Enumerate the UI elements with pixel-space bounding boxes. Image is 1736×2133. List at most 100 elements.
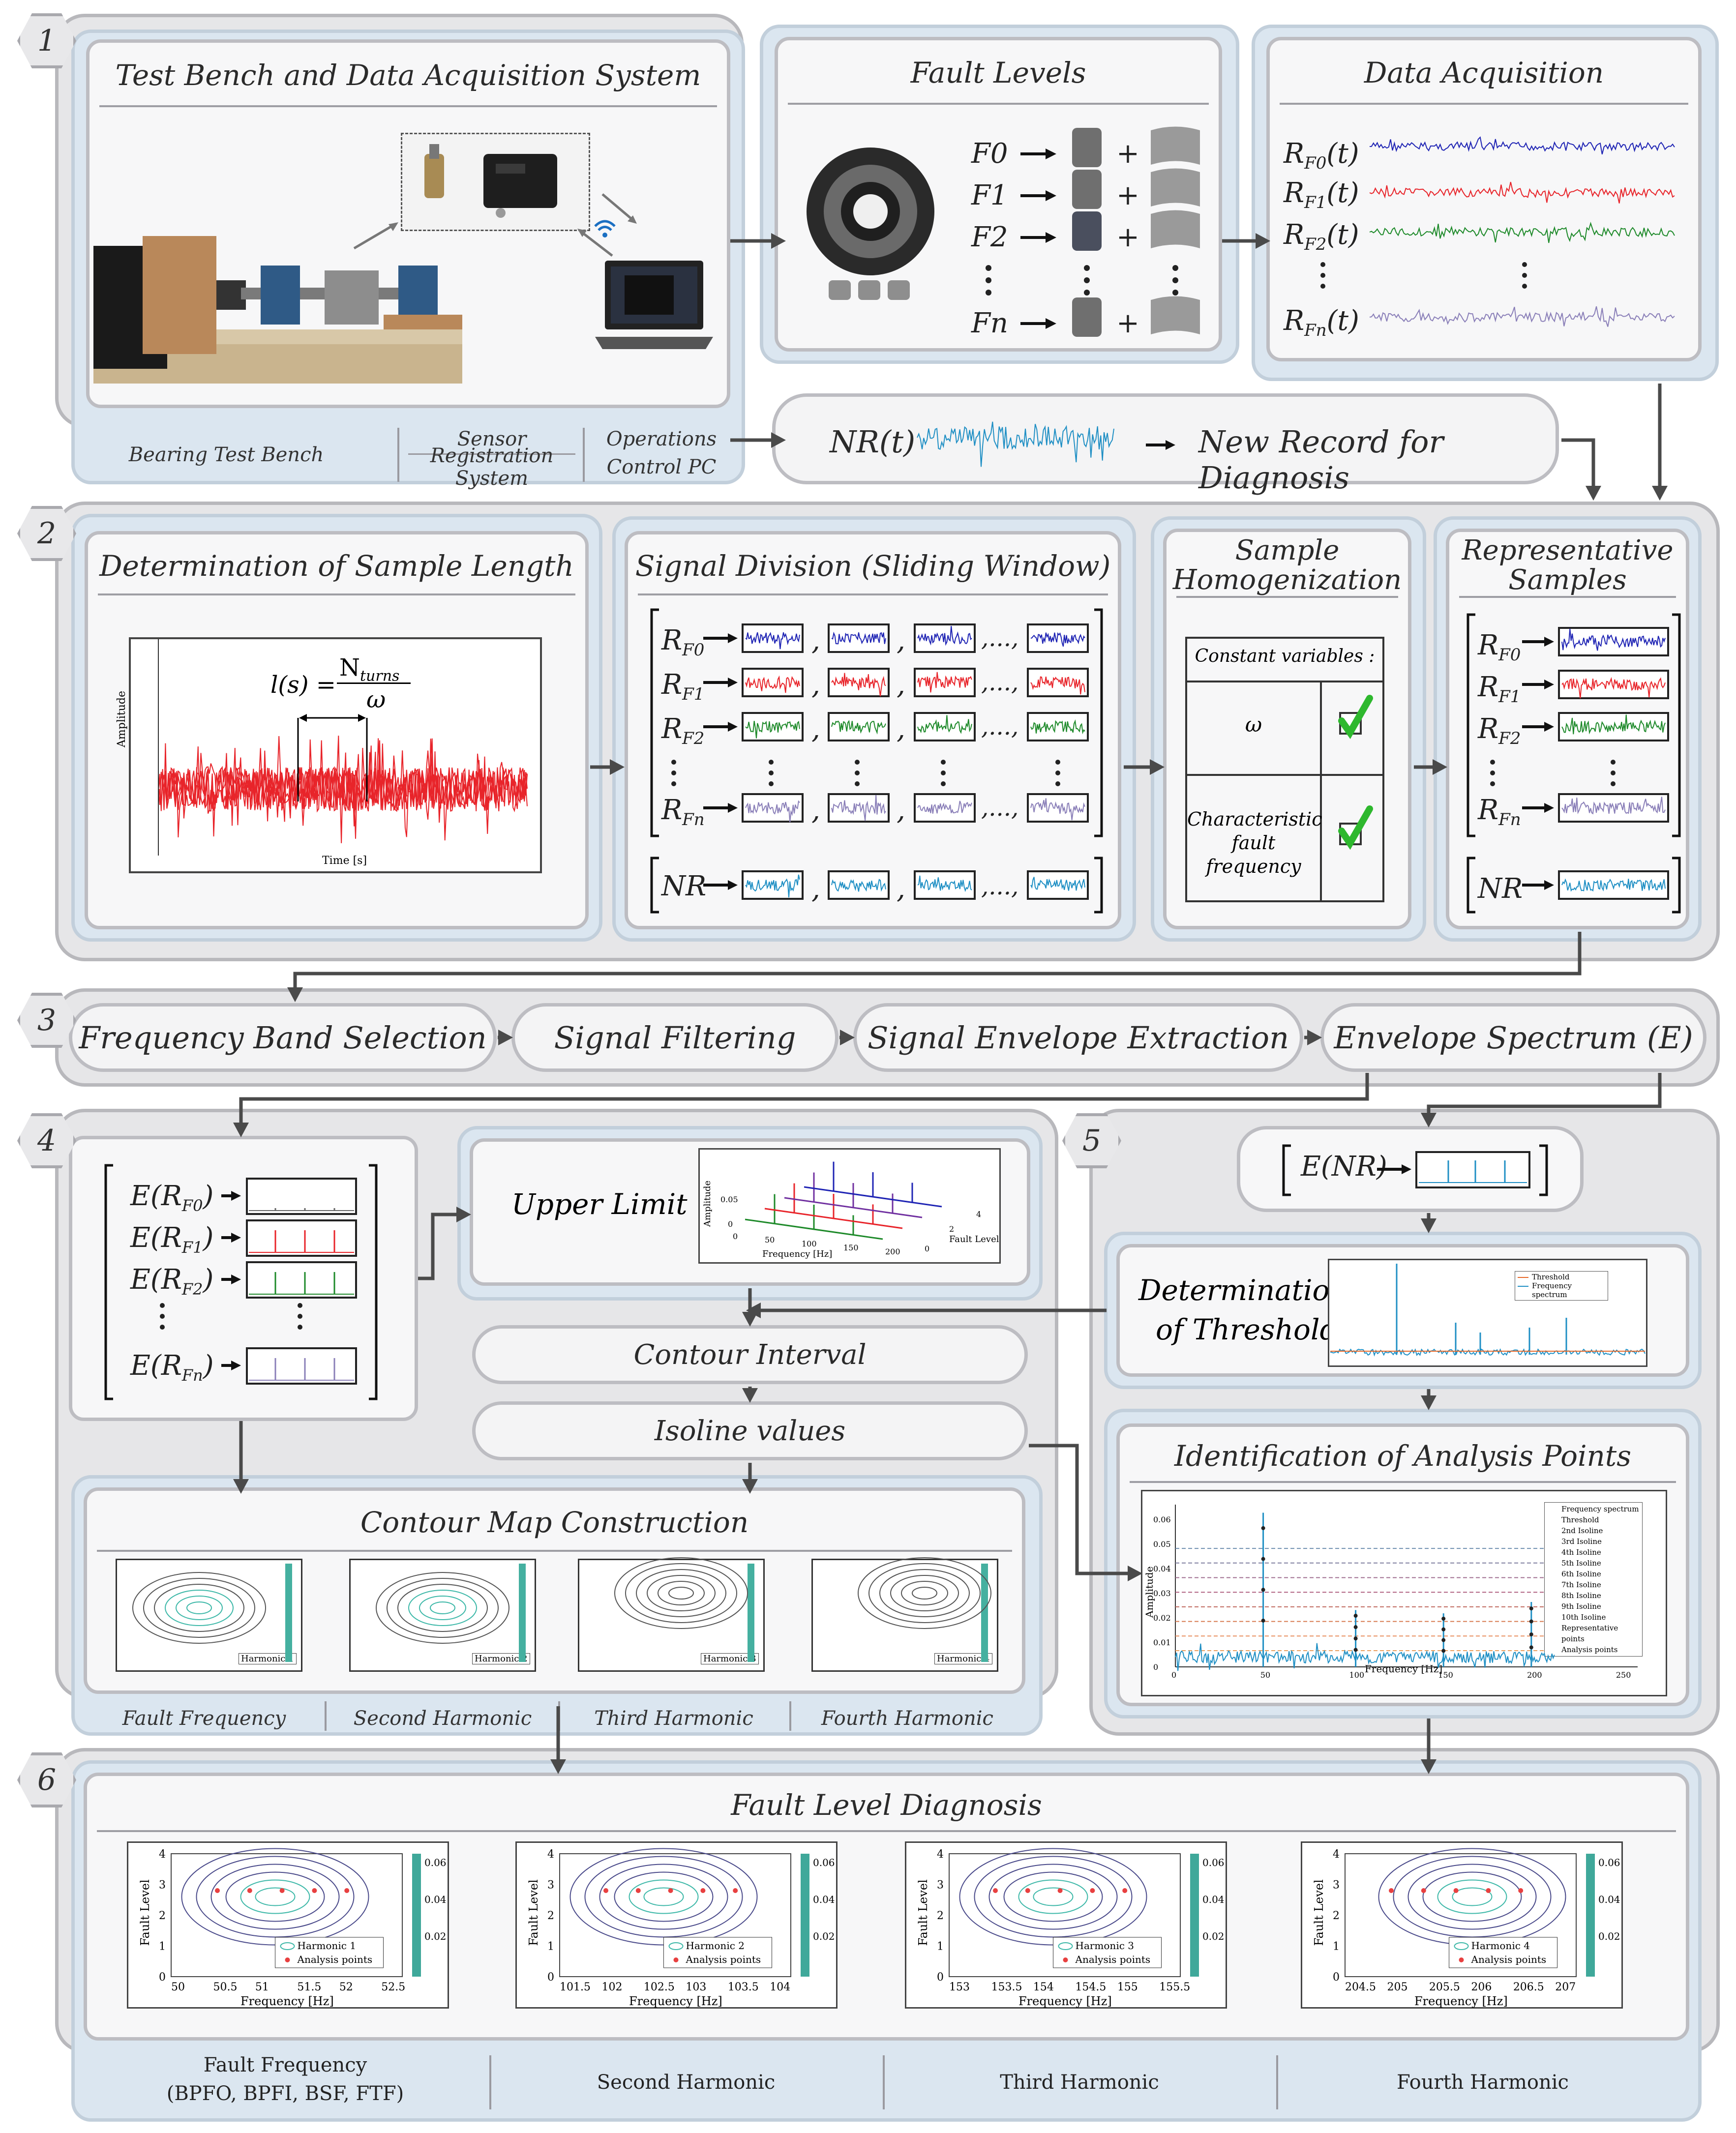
foot4-third-harmonic: Third Harmonic (561, 1701, 787, 1736)
contour-legend-3: Harmonic 3 (701, 1653, 759, 1664)
analysis-title: Identification of Analysis Points (1120, 1439, 1686, 1473)
fault-level-plus-2: + (1116, 221, 1139, 253)
fault-level-f0: F0 (971, 138, 1008, 170)
contour-legend-1: Harmonic 1 (239, 1653, 297, 1664)
fault-level-fn: Fn (971, 307, 1008, 339)
step-signal-filtering: Signal Filtering (511, 1003, 838, 1072)
new-record-text: New Record for Diagnosis (1198, 424, 1556, 496)
division-label-f0: RF0 (661, 624, 704, 660)
upper-ylabel: Amplitude (702, 1181, 713, 1227)
analysis-legend-item: 2nd Isoline (1547, 1525, 1640, 1536)
threshold-legend: Threshold Frequency spectrum (1515, 1271, 1608, 1301)
upper-xlabel: Frequency [Hz] (762, 1249, 832, 1259)
stage-badge-1: 1 (17, 14, 76, 68)
env-label-fn: E(RFn) (130, 1350, 214, 1385)
contour-legend-4: Harmonic 4 (934, 1653, 992, 1664)
repr-label-nr: NR (1478, 873, 1523, 905)
nr-t-label: NR(t) (830, 424, 915, 460)
sample-length-ylabel: Amplitude (116, 691, 128, 747)
arrow-acq-to-stage2-head (1652, 486, 1668, 501)
upper-xtick-1: 50 (765, 1235, 775, 1244)
division-dots-f0: ,..., (981, 624, 1018, 652)
arrow-nr-to-stage2 (1561, 440, 1593, 497)
env-label-f2: E(RF2) (130, 1264, 213, 1299)
repr-label-f2: RF2 (1478, 713, 1521, 748)
contour-interval: Contour Interval (472, 1325, 1028, 1384)
fault-diagnosis-title: Fault Level Diagnosis (87, 1788, 1686, 1822)
sample-length-xlabel: Time [s] (322, 855, 367, 867)
analysis-legend-item: 4th Isoline (1547, 1547, 1640, 1558)
formula: l(s) = Nturns ω (270, 654, 418, 713)
data-acq-label-f1: RF1(t) (1284, 177, 1359, 212)
homog-char-2: fault (1187, 832, 1320, 854)
analysis-legend-item: 6th Isoline (1547, 1569, 1640, 1579)
step-envelope-spectrum: Envelope Spectrum (E) (1320, 1003, 1706, 1072)
analysis-legend-item: Threshold (1547, 1514, 1640, 1525)
homog-char-1: Characteristic (1187, 808, 1320, 830)
division-comma-f2b: , (897, 713, 905, 745)
upper-ztick-2: 0 (925, 1244, 929, 1253)
upper-ztick-0: 4 (976, 1210, 981, 1219)
division-dots-fn: ,..., (981, 794, 1018, 822)
repr-label-f1: RF1 (1478, 671, 1521, 707)
stage-badge-4: 4 (17, 1114, 76, 1168)
division-label-f2: RF2 (661, 713, 704, 748)
foot-control-pc: Control PC (588, 452, 735, 482)
division-comma-nra: , (811, 873, 820, 905)
homog-table: Constant variables : ω Characteristic fa… (1185, 637, 1384, 902)
analysis-legend-item: 8th Isoline (1547, 1590, 1640, 1601)
homog-title-1: Sample (1167, 534, 1408, 566)
sample-length-title: Determination of Sample Length (88, 549, 585, 583)
foot6-third-harmonic: Third Harmonic (885, 2065, 1274, 2100)
division-title: Signal Division (Sliding Window) (628, 549, 1118, 583)
diag-plot-2 (515, 1841, 838, 2009)
analysis-legend-item: Analysis points (1547, 1644, 1640, 1655)
analysis-xlabel: Frequency [Hz] (1365, 1663, 1442, 1675)
contour-map-title: Contour Map Construction (87, 1506, 1022, 1539)
repr-title-2: Samples (1449, 564, 1686, 596)
diag-plot-3 (905, 1841, 1227, 2009)
step-envelope-extraction: Signal Envelope Extraction (853, 1003, 1303, 1072)
threshold-legend-spectrum: Frequency spectrum (1517, 1281, 1606, 1299)
fault-level-f1: F1 (971, 179, 1008, 211)
upper-ytick-0: 0.05 (720, 1195, 738, 1204)
data-acq-title: Data Acquisition (1270, 56, 1698, 89)
threshold-title-1: Determination (1138, 1274, 1348, 1307)
contour-legend-2: Harmonic 2 (472, 1653, 530, 1664)
data-acq-label-f0: RF0(t) (1284, 138, 1359, 173)
fault-levels-title: Fault Levels (778, 56, 1219, 89)
analysis-legend-item: 10th Isoline (1547, 1612, 1640, 1623)
analysis-ylabel: Amplitude (1143, 1566, 1155, 1618)
isoline-values: Isoline values (472, 1401, 1028, 1460)
upper-zlabel: Fault Level (949, 1234, 999, 1244)
division-comma-f2a: , (811, 713, 820, 745)
analysis-legend-item: 3rd Isoline (1547, 1536, 1640, 1547)
data-acq-label-f2: RF2(t) (1284, 219, 1359, 254)
foot4-fault-frequency: Fault Frequency (84, 1701, 325, 1736)
upper-limit-title: Upper Limit (511, 1187, 688, 1221)
env-spectra-card (69, 1136, 418, 1421)
fault-level-plus-0: + (1116, 138, 1139, 170)
division-comma-f1b: , (897, 669, 905, 701)
foot-bearing-test-bench: Bearing Test Bench (98, 438, 354, 472)
wifi-icon (593, 216, 617, 241)
homog-title-2: Homogenization (1167, 564, 1408, 596)
homog-head: Constant variables : (1187, 646, 1382, 666)
analysis-legend-item: Frequency spectrum (1547, 1504, 1640, 1514)
test-bench-title: Test Bench and Data Acquisition System (90, 59, 727, 92)
env-label-f0: E(RF0) (130, 1180, 213, 1215)
threshold-legend-threshold: Threshold (1517, 1273, 1606, 1281)
stage-badge-6: 6 (17, 1753, 76, 1807)
enr-label: E(NR) (1301, 1151, 1387, 1183)
fault-level-plus-n: + (1116, 307, 1139, 339)
env-label-f1: E(RF1) (130, 1222, 213, 1257)
repr-label-f0: RF0 (1478, 629, 1521, 665)
bearing-photo (797, 138, 944, 305)
stage-badge-3: 3 (17, 993, 76, 1047)
foot-operations: Operations (588, 425, 735, 452)
upper-xtick-2: 100 (802, 1239, 817, 1248)
upper-ytick-1: 0 (728, 1219, 733, 1229)
upper-ztick-1: 2 (949, 1224, 954, 1234)
arrow-nr-to-stage2-head (1586, 486, 1601, 501)
foot6-fourth-harmonic: Fourth Harmonic (1279, 2065, 1687, 2100)
